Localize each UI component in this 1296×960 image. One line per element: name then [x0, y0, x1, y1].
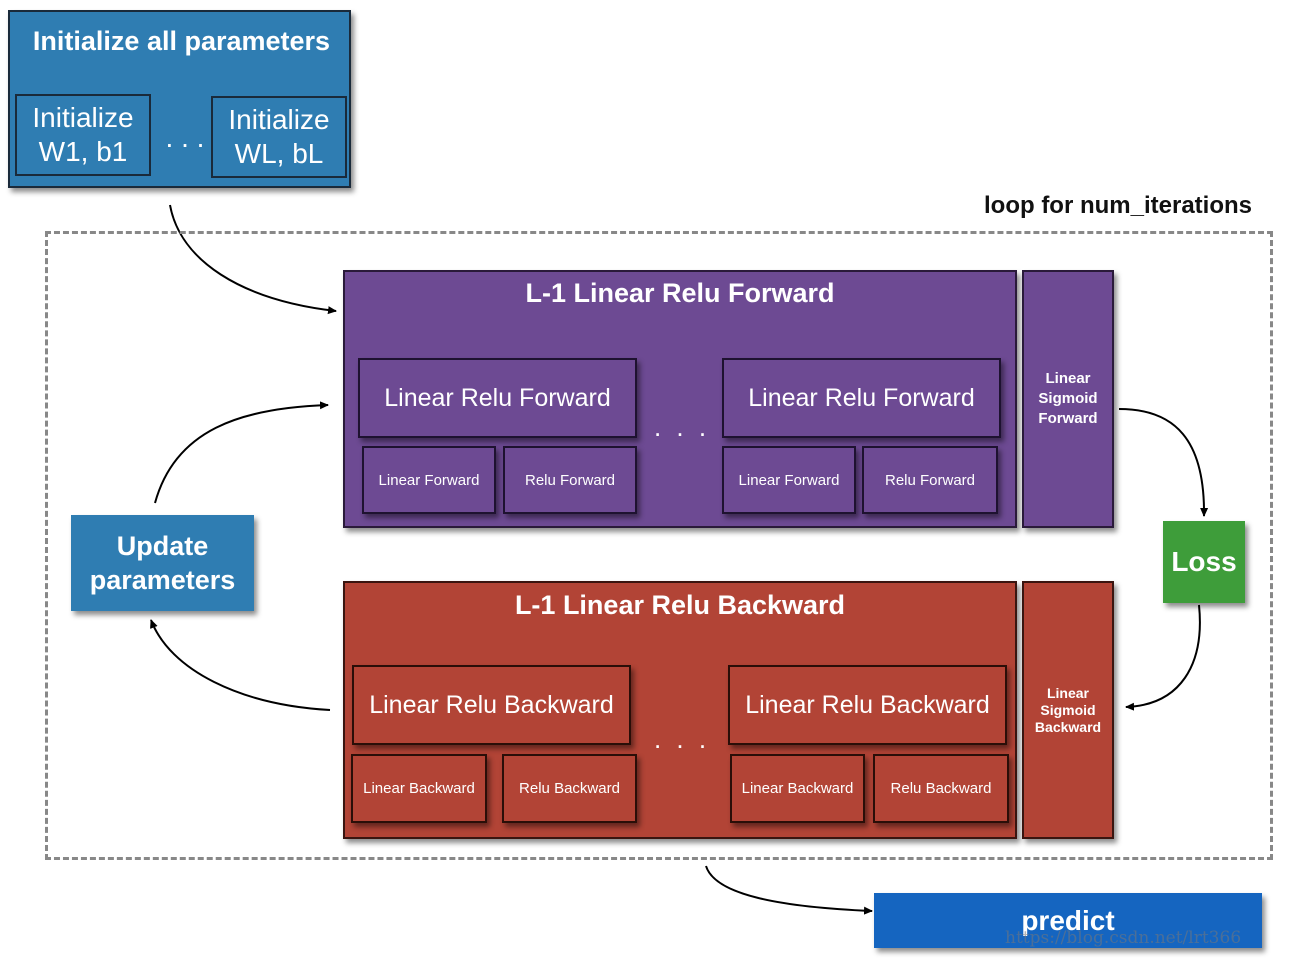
sigmoid-backward-line1: Linear — [1046, 684, 1089, 701]
arrow-update-to-forward — [154, 401, 329, 504]
sigmoid-forward-line1: Linear — [1045, 370, 1091, 387]
initialize-first-layer: Initialize W1, b1 — [15, 94, 151, 176]
sigmoid-forward-line2: Sigmoid — [1038, 390, 1098, 407]
update-line2: parameters — [89, 565, 236, 595]
predict-box: predict — [874, 893, 1262, 948]
forward-block-last: Linear Relu Forward — [722, 358, 1001, 438]
arrow-loss-to-sigmoid-backward — [1125, 604, 1201, 711]
backward-title: L-1 Linear Relu Backward — [514, 590, 846, 620]
loop-region — [45, 231, 1273, 860]
sigmoid-backward-line3: Backward — [1034, 718, 1102, 735]
forward-relu-last: Relu Forward — [862, 446, 998, 514]
watermark-text: https://blog.csdn.net/lrt366 — [1005, 928, 1242, 948]
update-line1: Update — [116, 531, 209, 561]
arrow-backward-to-update — [150, 619, 331, 711]
forward-linear-first: Linear Forward — [362, 446, 496, 514]
loop-label: loop for num_iterations — [984, 192, 1253, 219]
sigmoid-forward-line3: Forward — [1038, 410, 1098, 427]
update-parameters-box: Update parameters — [71, 515, 254, 611]
arrow-loop-to-predict — [705, 865, 873, 915]
backward-linear-first: Linear Backward — [351, 754, 487, 823]
forward-linear-last: Linear Forward — [722, 446, 856, 514]
linear-sigmoid-forward: Linear Sigmoid Forward — [1022, 270, 1114, 528]
backward-linear-last: Linear Backward — [730, 754, 865, 823]
backward-relu-first: Relu Backward — [502, 754, 637, 823]
forward-relu-first: Relu Forward — [503, 446, 637, 514]
initialize-first-line1: Initialize — [32, 102, 134, 133]
arrow-init-to-forward — [169, 204, 337, 315]
backward-relu-last: Relu Backward — [873, 754, 1009, 823]
initialize-title: Initialize all parameters — [32, 26, 331, 56]
backward-block-first: Linear Relu Backward — [352, 665, 631, 745]
linear-sigmoid-backward: Linear Sigmoid Backward — [1022, 581, 1114, 839]
initialize-first-line2: W1, b1 — [38, 136, 128, 167]
forward-ellipsis: . . . — [653, 412, 711, 442]
backward-ellipsis: . . . — [653, 724, 711, 754]
initialize-last-line2: WL, bL — [234, 138, 324, 169]
initialize-parameters-box: Initialize all parameters Initialize W1,… — [8, 10, 351, 188]
sigmoid-backward-line2: Sigmoid — [1040, 701, 1096, 718]
forward-title: L-1 Linear Relu Forward — [525, 278, 835, 308]
initialize-last-line1: Initialize — [228, 104, 330, 135]
initialize-last-layer: Initialize WL, bL — [211, 96, 347, 178]
initialize-ellipsis: . . . — [165, 122, 205, 153]
loss-box: Loss — [1163, 521, 1245, 603]
arrow-sigmoid-to-loss — [1118, 408, 1209, 517]
backward-block-last: Linear Relu Backward — [728, 665, 1007, 745]
forward-block-first: Linear Relu Forward — [358, 358, 637, 438]
